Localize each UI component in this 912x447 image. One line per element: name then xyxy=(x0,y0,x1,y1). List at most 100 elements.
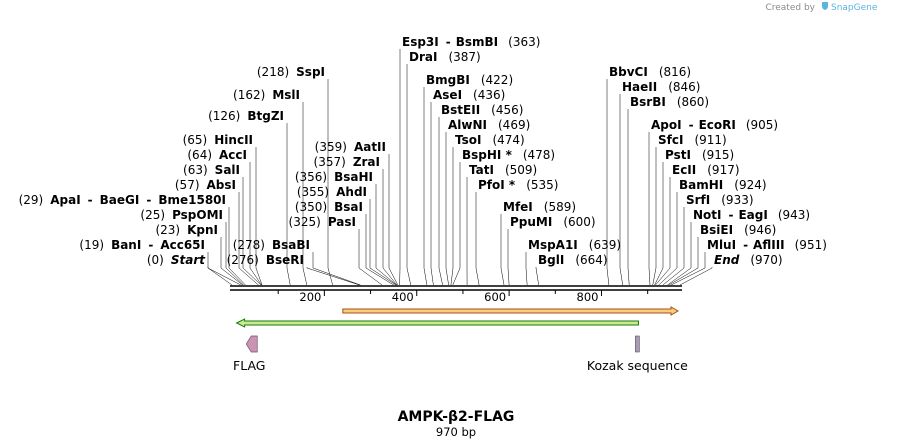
restriction-site-label: MluI-AflIII(951) xyxy=(707,238,827,252)
site-position: (478) xyxy=(523,148,555,162)
feature-flag-label: FLAG xyxy=(233,358,265,373)
site-position: (860) xyxy=(677,95,709,109)
site-position: (19) xyxy=(79,238,104,252)
site-connector-line xyxy=(430,102,434,286)
restriction-site-label: BsrBI (860) xyxy=(630,95,709,109)
site-connector-line xyxy=(286,123,291,286)
site-enzyme-name: BsrBI xyxy=(630,95,666,109)
site-connector-line xyxy=(475,192,480,286)
site-connector-line xyxy=(365,214,394,286)
restriction-site-label: (64)AccI xyxy=(187,148,247,162)
restriction-site-label: (357) ZraI xyxy=(314,155,380,169)
site-enzyme-name: EcII xyxy=(672,163,696,177)
site-enzyme-name: MluI xyxy=(707,238,736,252)
restriction-site-label: (29)ApaI-BaeGI-Bme1580I xyxy=(19,193,226,207)
site-position: (422) xyxy=(481,73,513,87)
site-enzyme-name: AatII xyxy=(354,140,386,154)
site-position: (25) xyxy=(140,208,165,222)
site-position: (276) xyxy=(227,253,259,267)
site-enzyme-name: PstI xyxy=(665,148,691,162)
site-enzyme-name: ZraI xyxy=(353,155,380,169)
site-position: (63) xyxy=(183,163,208,177)
site-position: (23) xyxy=(155,223,180,237)
site-position: (664) xyxy=(575,253,607,267)
restriction-site-label: SfcI(911) xyxy=(658,133,727,147)
site-enzyme-name-2: Acc65I xyxy=(160,238,205,252)
site-position: (946) xyxy=(744,223,776,237)
restriction-site-label: (218) SspI xyxy=(257,65,325,79)
site-enzyme-name: SalI xyxy=(215,163,240,177)
site-enzyme-name: BamHI xyxy=(679,178,723,192)
site-position: (359) xyxy=(315,140,347,154)
site-position: (970) xyxy=(750,253,782,267)
site-enzyme-name: Start xyxy=(171,253,206,267)
site-connector-line xyxy=(255,147,263,286)
restriction-site-label: BspHI * (478) xyxy=(462,148,555,162)
site-connector-line xyxy=(406,64,411,286)
site-position: (600) xyxy=(563,215,595,229)
restriction-site-label: (325)PasI xyxy=(289,215,356,229)
feature-flag: FLAG xyxy=(233,335,265,373)
site-position: (355) xyxy=(297,185,329,199)
restriction-site-label: (0) Start xyxy=(147,253,206,267)
site-connector-line xyxy=(302,102,308,286)
site-position: (915) xyxy=(702,148,734,162)
site-position: (535) xyxy=(526,178,558,192)
site-separator: - xyxy=(148,238,153,252)
restriction-site-label: (23)KpnI xyxy=(155,223,218,237)
site-connector-line xyxy=(450,147,454,286)
site-enzyme-name-2: BaeGI xyxy=(100,193,140,207)
site-enzyme-name-2: EcoRI xyxy=(699,118,736,132)
restriction-site-label: BstEII(456) xyxy=(441,103,523,117)
site-position: (474) xyxy=(492,133,524,147)
restriction-site-label: EcII (917) xyxy=(672,163,740,177)
site-enzyme-name: SspI xyxy=(296,65,325,79)
site-enzyme-name: SrfI xyxy=(686,193,710,207)
restriction-site-label: (57)AbsI xyxy=(175,178,236,192)
restriction-site-label: HaeII (846) xyxy=(622,80,701,94)
restriction-site-label: BamHI(924) xyxy=(679,178,767,192)
site-connector-line xyxy=(619,94,623,286)
restriction-site-label: (278)BsaBI xyxy=(233,238,310,252)
site-position: (917) xyxy=(707,163,739,177)
restriction-site-label: ApoI-EcoRI(905) xyxy=(651,118,778,132)
site-position: (363) xyxy=(508,35,540,49)
site-connector-line xyxy=(500,214,505,286)
site-position: (911) xyxy=(694,133,726,147)
feature-kozak: Kozak sequence xyxy=(587,335,688,373)
restriction-site-label: MfeI(589) xyxy=(503,200,576,214)
site-enzyme-name: MspA1I xyxy=(528,238,578,252)
restriction-site-label: SrfI (933) xyxy=(686,193,754,207)
site-position: (639) xyxy=(589,238,621,252)
restriction-site-label: AlwNI(469) xyxy=(448,118,530,132)
site-connector-line xyxy=(658,192,678,286)
restriction-site-label: MspA1I (639) xyxy=(528,238,621,252)
snapgene-logo-icon xyxy=(822,2,828,10)
site-position: (387) xyxy=(448,50,480,64)
site-position: (357) xyxy=(314,155,346,169)
restriction-site-label: BglI(664) xyxy=(538,253,608,267)
site-enzyme-name: BsaI xyxy=(334,200,363,214)
site-enzyme-name: PspOMI xyxy=(172,208,223,222)
site-position: (218) xyxy=(257,65,289,79)
restriction-site-label: End(970) xyxy=(714,253,783,267)
site-position: (0) xyxy=(147,253,164,267)
restriction-site-label: (126)BtgZI xyxy=(208,109,284,123)
restriction-site-label: (355)AhdI xyxy=(297,185,367,199)
site-enzyme-name: HaeII xyxy=(622,80,657,94)
site-position: (816) xyxy=(659,65,691,79)
sequence-backbone xyxy=(230,285,682,291)
site-position: (846) xyxy=(668,80,700,94)
site-connector-line xyxy=(606,79,610,286)
site-position: (905) xyxy=(746,118,778,132)
site-separator: - xyxy=(146,193,151,207)
site-connector-line xyxy=(225,222,244,286)
site-position: (933) xyxy=(721,193,753,207)
site-connector-line xyxy=(652,147,657,286)
site-separator: - xyxy=(743,238,748,252)
site-enzyme-name: BspHI * xyxy=(462,148,513,162)
ruler-tick-label: 600 xyxy=(484,290,506,304)
site-connector-line xyxy=(306,267,360,286)
restriction-site-label: (25) PspOMI xyxy=(140,208,223,222)
